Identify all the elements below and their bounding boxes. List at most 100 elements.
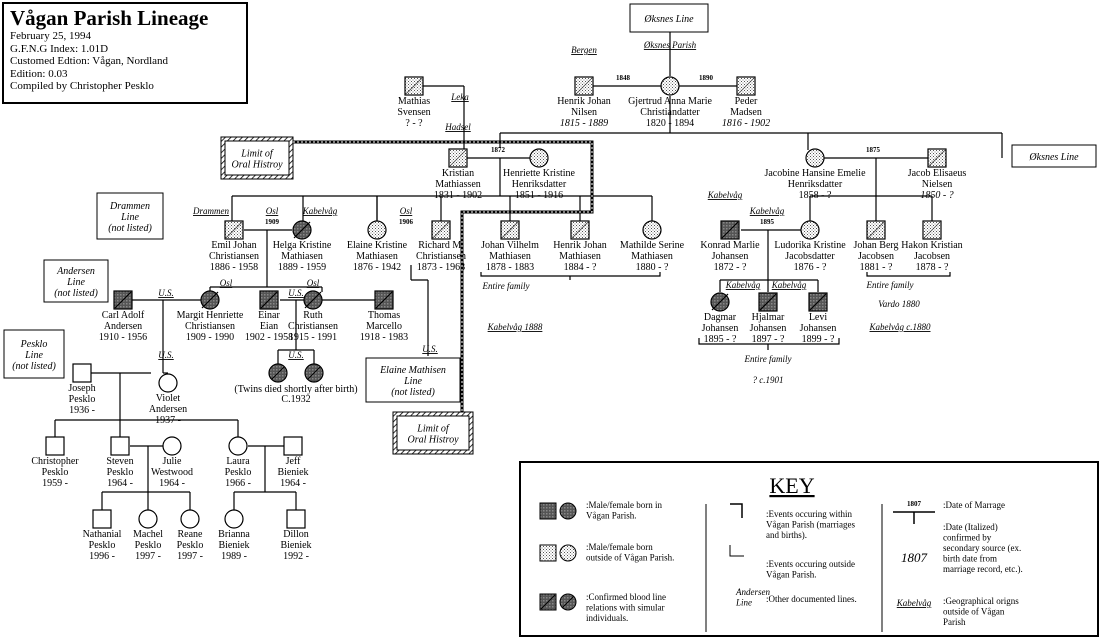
person-name: Mathiasen [489, 251, 531, 262]
person-name: Hjalmar [752, 312, 785, 323]
person-dates: 1886 - 1958 [210, 262, 258, 273]
place-label: Øksnes Parish [643, 40, 697, 50]
person-name: Andersen [149, 404, 187, 415]
person-name: Carl Adolf [102, 310, 145, 321]
person-name: Christiansen [416, 251, 466, 262]
key-text: Line [735, 598, 752, 608]
male-symbol [110, 436, 130, 456]
person-dates: 1820 - 1894 [646, 118, 694, 129]
twins-label: (Twins died shortly after birth) [234, 384, 357, 395]
person-name: Eian [260, 321, 278, 332]
person-name: Emil Johan [211, 240, 256, 251]
place-label: Vardo 1880 [878, 299, 920, 309]
place-label: Drammen [192, 206, 229, 216]
person-name: Mathiassen [435, 179, 481, 190]
person-dates: 1964 - [159, 478, 185, 489]
person-jacobine: Jacobine Hansine EmelieHenriksdatter1858… [764, 148, 866, 201]
person-name: Pesklo [225, 467, 252, 478]
key-text: individuals. [586, 613, 628, 623]
key-text: :Geographical origns [943, 596, 1019, 606]
key-female-symbol [559, 502, 577, 520]
place-label: Entire family [482, 281, 530, 291]
person-name: Mathiasen [356, 251, 398, 262]
person-name: Johansen [702, 323, 739, 334]
person-dates: 1964 - [280, 478, 306, 489]
female-symbol [660, 76, 680, 96]
person-dates: 1878 - 1883 [486, 262, 534, 273]
person-name: Johansen [750, 323, 787, 334]
person-name: Svensen [397, 107, 430, 118]
female-symbol [367, 220, 387, 240]
person-name: Johansen [712, 251, 749, 262]
key-marriage-year: 1807 [907, 500, 922, 508]
key-text: outside of Vågan [943, 607, 1005, 617]
line-box-label: (not listed) [108, 223, 152, 234]
person-dates: 1992 - [283, 551, 309, 562]
person-name: Henriksdatter [788, 179, 843, 190]
line-box-label: Øksnes Line [1028, 152, 1079, 163]
line-box-label: Limit of [240, 149, 274, 160]
person-dates: 1895 - ? [704, 334, 737, 345]
person-dates: 1831 - 1902 [434, 190, 482, 201]
person-name: Johan Berg [853, 240, 898, 251]
person-name: Nielsen [922, 179, 953, 190]
header-line: Customed Edtion: Vågan, Nordland [10, 55, 169, 67]
place-label: Osl [220, 278, 233, 288]
person-dates: 1876 - 1942 [353, 262, 401, 273]
person-name: Richard M. [418, 240, 464, 251]
person-dates: 1876 - ? [794, 262, 827, 273]
person-name: Kristian [442, 168, 474, 179]
person-dates: 1878 - ? [916, 262, 949, 273]
female-symbol [800, 220, 820, 240]
line-box-okx-top: Øksnes Line [629, 3, 709, 33]
person-name: Henrik Johan [557, 96, 611, 107]
place-label: Osl [400, 206, 413, 216]
person-name: Jacobsdatter [785, 251, 835, 262]
key-text: :Date of Marrage [943, 500, 1005, 510]
female-symbol [162, 436, 182, 456]
key-text: :Male/female born in [586, 500, 662, 510]
person-name: Violet [156, 393, 181, 404]
key-date-symbol: 1807 [901, 550, 928, 565]
person-dates: 1902 - 1958 [245, 332, 293, 343]
person-name: Brianna [218, 529, 250, 540]
line-box-label: Drammen [109, 201, 150, 212]
person-name: Bieniek [277, 467, 308, 478]
key-text: Andersen [735, 587, 770, 597]
female-symbol [529, 148, 549, 168]
person-name: Christiansen [288, 321, 338, 332]
person-name: Nathanial [83, 529, 122, 540]
person-name: Pesklo [107, 467, 134, 478]
key-text: :Events occuring within [766, 509, 852, 519]
person-name: Konrad Marlie [700, 240, 760, 251]
key-event-outside-icon [729, 545, 744, 557]
key-text: and births). [766, 530, 807, 540]
person-name: Christiansen [185, 321, 235, 332]
female-symbol [642, 220, 662, 240]
person-name: Pesklo [42, 467, 69, 478]
line-box-label: Line [403, 376, 422, 387]
line-box-label: (not listed) [54, 288, 98, 299]
place-label: U.S. [422, 344, 438, 354]
female-symbol [805, 148, 825, 168]
marriage-year: 1906 [399, 218, 414, 226]
person-name: Helga Kristine [273, 240, 332, 251]
person-name: Gjertrud Anna Marie [628, 96, 712, 107]
person-name: Christiandatter [640, 107, 700, 118]
marriage-year: 1890 [699, 74, 714, 82]
person-dates: 1850 - ? [920, 190, 953, 201]
